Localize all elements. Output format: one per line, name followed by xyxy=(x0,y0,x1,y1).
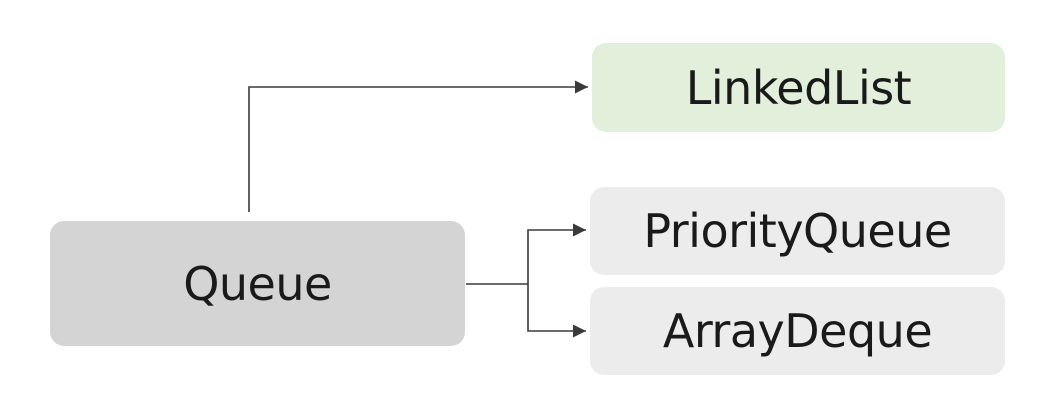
edge-queue-arraydeque xyxy=(527,284,586,338)
node-priorityqueue-label: PriorityQueue xyxy=(643,204,952,258)
node-queue-label: Queue xyxy=(183,256,332,311)
node-arraydeque-label: ArrayDeque xyxy=(662,304,933,358)
node-linkedlist: LinkedList xyxy=(592,43,1005,132)
node-priorityqueue: PriorityQueue xyxy=(590,187,1005,275)
edge-queue-priorityqueue xyxy=(527,223,586,284)
node-linkedlist-label: LinkedList xyxy=(685,60,912,115)
node-queue: Queue xyxy=(50,221,465,346)
node-arraydeque: ArrayDeque xyxy=(590,287,1005,375)
edge-queue-linkedlist xyxy=(248,80,588,212)
